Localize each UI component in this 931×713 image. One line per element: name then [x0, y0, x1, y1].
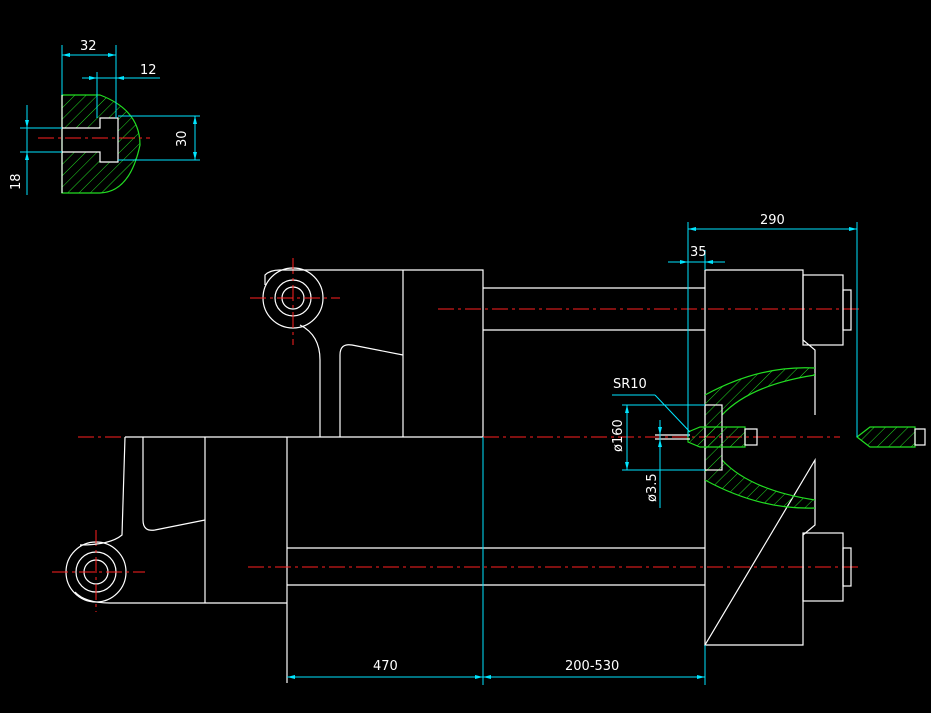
upper-tie-rod [438, 287, 860, 331]
nozzle-free [856, 426, 926, 448]
fixed-platen [703, 269, 852, 646]
dim-470-label: 470 [373, 659, 398, 674]
dim-12-label: 12 [140, 63, 157, 78]
nozzle-installed [655, 426, 758, 448]
dim-30-label: 30 [175, 130, 190, 147]
dia-160-label: ø160 [611, 419, 626, 452]
dim-18-label: 18 [9, 173, 24, 190]
lower-tie-rod [248, 547, 860, 586]
detail-view: 32 12 30 18 [9, 39, 200, 195]
dim-35-label: 35 [690, 245, 707, 260]
dim-32-label: 32 [80, 39, 97, 54]
dim-290-label: 290 [760, 213, 785, 228]
detail-section-hatch [62, 95, 140, 193]
dia-3-5-label: ø3.5 [645, 473, 660, 502]
upper-link [250, 258, 484, 437]
dim-200-530-label: 200-530 [565, 659, 619, 674]
sr10-label: SR10 [613, 377, 647, 392]
main-view: 290 35 SR10 ø160 ø3.5 470 200-530 [52, 213, 926, 685]
lower-link [52, 436, 287, 612]
detail-slot-outline [62, 117, 119, 163]
detail-section-outline [61, 94, 141, 194]
